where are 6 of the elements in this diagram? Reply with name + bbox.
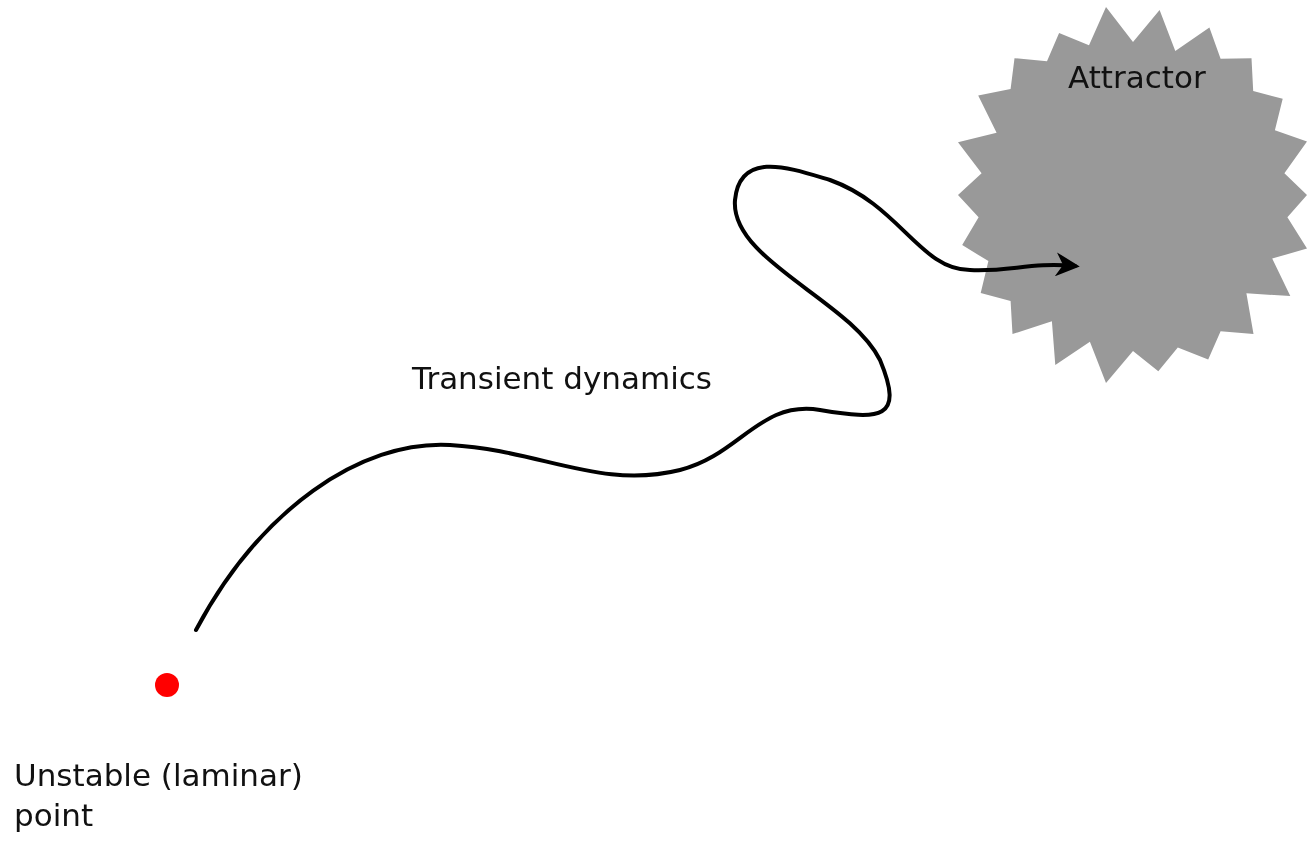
- node-label: Attractor: [1068, 58, 1206, 97]
- point-dot: [155, 673, 179, 697]
- attractor-blob: [958, 5, 1307, 383]
- trajectory-arrow: [194, 164, 1080, 632]
- edge-label: Transient dynamics: [412, 359, 712, 398]
- point-caption: Unstable (laminar) point: [14, 756, 304, 835]
